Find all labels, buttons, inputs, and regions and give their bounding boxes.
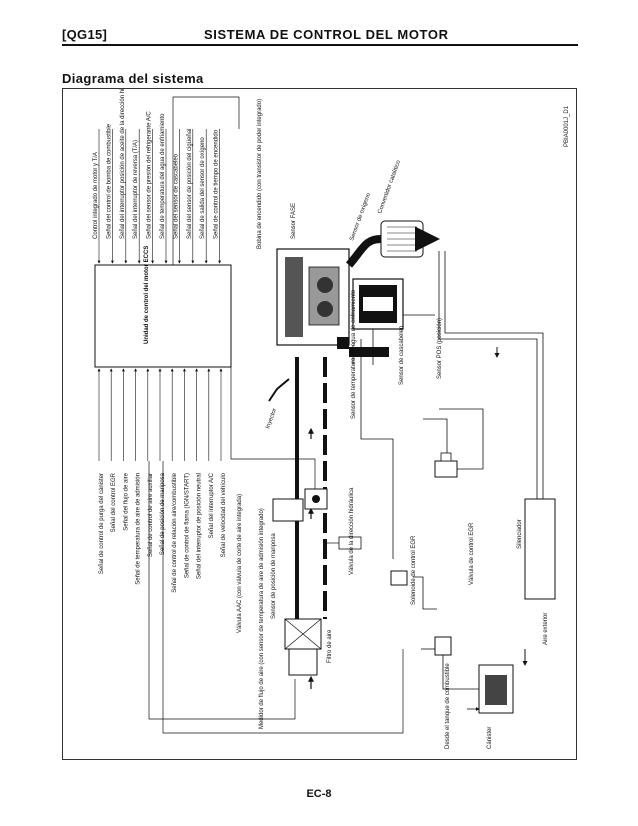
maf-sensor-label: Medidor de flujo de aire (con sensor de … <box>259 508 265 729</box>
top-signal-label: Señal de temperatura del agua de enfriam… <box>160 113 166 239</box>
header-title: SISTEMA DE CONTROL DEL MOTOR <box>204 27 449 42</box>
exhaust-pipe-inner <box>444 251 544 539</box>
wire-canister <box>162 461 404 734</box>
egr-return-line <box>439 408 484 470</box>
exhaust-pipe-outer <box>438 251 538 539</box>
bottom-signal-label: Señal de temperatura de aire de admisión <box>136 473 142 585</box>
egr-line <box>423 418 448 453</box>
top-signal-label: Señal del sensor de presión del refriger… <box>147 111 153 239</box>
page-number: EC-8 <box>306 788 332 800</box>
top-signal-label: Señal del control de bomba de combustibl… <box>106 123 112 239</box>
maf-sensor <box>288 648 318 676</box>
from-tank-label: Desde el tanque de combustible <box>445 663 451 749</box>
egr-vacuum-line <box>360 339 394 559</box>
aac-valve <box>272 498 304 522</box>
top-signal-label: Señal de salida del sensor de oxígeno <box>200 137 206 239</box>
bottom-signal-label: Señal del interruptor A/C <box>209 472 215 538</box>
system-diagram: Unidad de control del motor ECCS Control… <box>93 67 570 749</box>
coolant-temp-sensor-label: Sensor de temperatura del agua de enfria… <box>351 289 357 419</box>
canister <box>478 664 514 714</box>
section-title: Diagrama del sistema <box>62 71 204 86</box>
bottom-signal-label: Señal de control de aire auxiliar <box>148 473 154 557</box>
top-signal-label: Señal de control de tiempo de encendido <box>214 129 220 239</box>
phase-sensor-label: Sensor FASE <box>291 203 297 239</box>
pos-sensor-label: Sensor POS (posición) <box>437 318 443 379</box>
wire-ecu-top <box>172 96 240 265</box>
engine-illustration <box>276 248 404 357</box>
figure-id: PBIA0001J_D1 <box>564 105 570 147</box>
exhaust-manifold <box>345 235 382 268</box>
injector <box>268 378 290 402</box>
air-filter <box>284 618 322 650</box>
diagram-frame: Unidad de control del motor ECCS Control… <box>62 67 577 760</box>
muffler <box>524 498 556 600</box>
wire-maf <box>148 461 296 720</box>
ignition-coil-label: Bobina de encendido (con transistor de p… <box>257 99 263 249</box>
bottom-signal-label: Señal de velocidad del vehículo <box>221 472 227 557</box>
canister-label: Cánister <box>487 727 493 749</box>
top-signal-label: Control integrado de motor y T/A <box>93 152 99 239</box>
bottom-signal-label: Señal del interruptor de posición neutra… <box>197 473 203 579</box>
intake-duct <box>295 357 327 619</box>
bottom-signal-label: Señal de control de purga del cánister <box>99 473 105 574</box>
oxygen-sensor-label: Sensor de oxígeno <box>349 192 372 242</box>
air-filter-label: Filtro de aire <box>327 629 333 663</box>
wire-aac <box>230 367 316 499</box>
top-signal-label: Señal del interruptor posición de aceite… <box>120 89 126 239</box>
bottom-signal-label: Señal de control de flama (IGN/START) <box>184 473 190 578</box>
aac-valve-label: Válvula AAC (con válvula de corte de air… <box>237 494 243 633</box>
injector-label: Inyector <box>265 408 278 430</box>
throttle-sensor <box>312 495 320 503</box>
ecu-label: Unidad de control del motor ECCS <box>144 246 150 344</box>
header-code: [QG15] <box>62 27 108 42</box>
bottom-signal-label: Señal del control EGR <box>111 472 117 532</box>
purge-valve <box>434 636 452 656</box>
knock-sensor-label: Sensor de cascabeleo <box>399 325 405 385</box>
top-signal-label: Señal del interruptor de reversa (T/A) <box>133 140 139 239</box>
egr-solenoid-line <box>413 576 437 610</box>
bottom-signal-label: Señal del flujo de aire <box>123 472 129 530</box>
outside-air-label: Aire exterior <box>543 613 549 645</box>
egr-valve-label: Válvula de control EGR <box>469 522 475 585</box>
top-signal-label: Señal del sensor de posición del cigüeña… <box>187 129 193 239</box>
header-divider <box>62 44 578 46</box>
muffler-label: Silenciador <box>517 519 523 549</box>
egr-solenoid <box>390 570 408 586</box>
egr-solenoid-label: Solenoide de control EGR <box>411 535 417 605</box>
top-signal-lines <box>97 129 222 264</box>
egr-valve <box>434 452 458 478</box>
canister-purge-line <box>442 655 479 690</box>
ps-valve-label: Válvula de la dirección hidráulica <box>349 487 355 575</box>
top-signal-label: Señal del sensor de cascabeleo <box>173 153 179 239</box>
ecu-box <box>94 264 232 368</box>
bottom-signal-lines <box>97 368 223 461</box>
throttle-sensor-label: Sensor de posición de mariposa <box>271 533 277 619</box>
catalytic-converter-label: Convertidor catalítico <box>377 159 402 215</box>
catalytic-converter <box>380 220 424 258</box>
top-signal-labels: Control integrado de motor y T/A Señal de… <box>93 67 220 239</box>
bottom-signal-label: Señal de control de relación aire/combus… <box>172 472 178 592</box>
